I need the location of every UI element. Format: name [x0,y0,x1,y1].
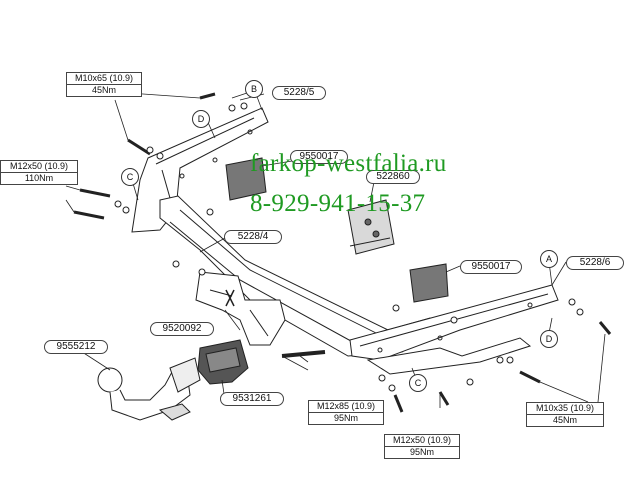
bolts [73,92,612,413]
instruction-bag [347,199,395,255]
marker-d-left: D [192,110,210,128]
harness-box-upper [225,157,267,201]
part-label-9550017-upper: 9550017 [290,150,348,164]
center-mount-bracket [195,271,286,346]
bolt-spec-m12x85-size: M12x85 (10.9) [309,401,383,413]
marker-c-right: C [409,374,427,392]
bolt-spec-m12x85-torque: 95Nm [333,413,358,423]
bolt-spec-m12x85: M12x85 (10.9) 95Nm [308,400,384,425]
bolt-spec-m12x50-upper-torque: 110Nm [24,173,54,183]
nuts-washers [114,102,584,392]
part-label-9520092: 9520092 [150,322,214,336]
socket-holder [197,339,249,385]
part-label-9555212: 9555212 [44,340,108,354]
bolt-spec-m12x50-upper: M12x50 (10.9) 110Nm [0,160,78,185]
ball-neck [97,357,201,421]
bolt-spec-m10x35-size: M10x35 (10.9) [527,403,603,415]
part-label-5228-6: 5228/6 [566,256,624,270]
watermark-site: farkop-westfalia.ru [250,150,447,177]
part-label-5228-4: 5228/4 [224,230,282,244]
bolt-spec-m10x65-torque: 45Nm [91,85,116,95]
watermark-phone: 8-929-941-15-37 [250,190,426,217]
marker-b: B [245,80,263,98]
part-label-522860: 522860 [366,170,420,184]
harness-box-lower [409,263,449,303]
bolt-spec-m12x50-lower-torque: 95Nm [409,447,434,457]
bolt-spec-m10x35: M10x35 (10.9) 45Nm [526,402,604,427]
bolt-spec-m12x50-lower-size: M12x50 (10.9) [385,435,459,447]
marker-d-right: D [540,330,558,348]
bolt-spec-m10x65-size: M10x65 (10.9) [67,73,141,85]
bolt-spec-m10x35-torque: 45Nm [552,415,577,425]
marker-c-left: C [121,168,139,186]
bolt-spec-m12x50-upper-size: M12x50 (10.9) [1,161,77,173]
leader-lines [65,91,606,409]
part-label-5228-5: 5228/5 [272,86,326,100]
part-label-9550017-lower: 9550017 [460,260,522,274]
bolt-spec-m10x65: M10x65 (10.9) 45Nm [66,72,142,97]
marker-a: A [540,250,558,268]
part-label-9531261: 9531261 [220,392,284,406]
bolt-spec-m12x50-lower: M12x50 (10.9) 95Nm [384,434,460,459]
